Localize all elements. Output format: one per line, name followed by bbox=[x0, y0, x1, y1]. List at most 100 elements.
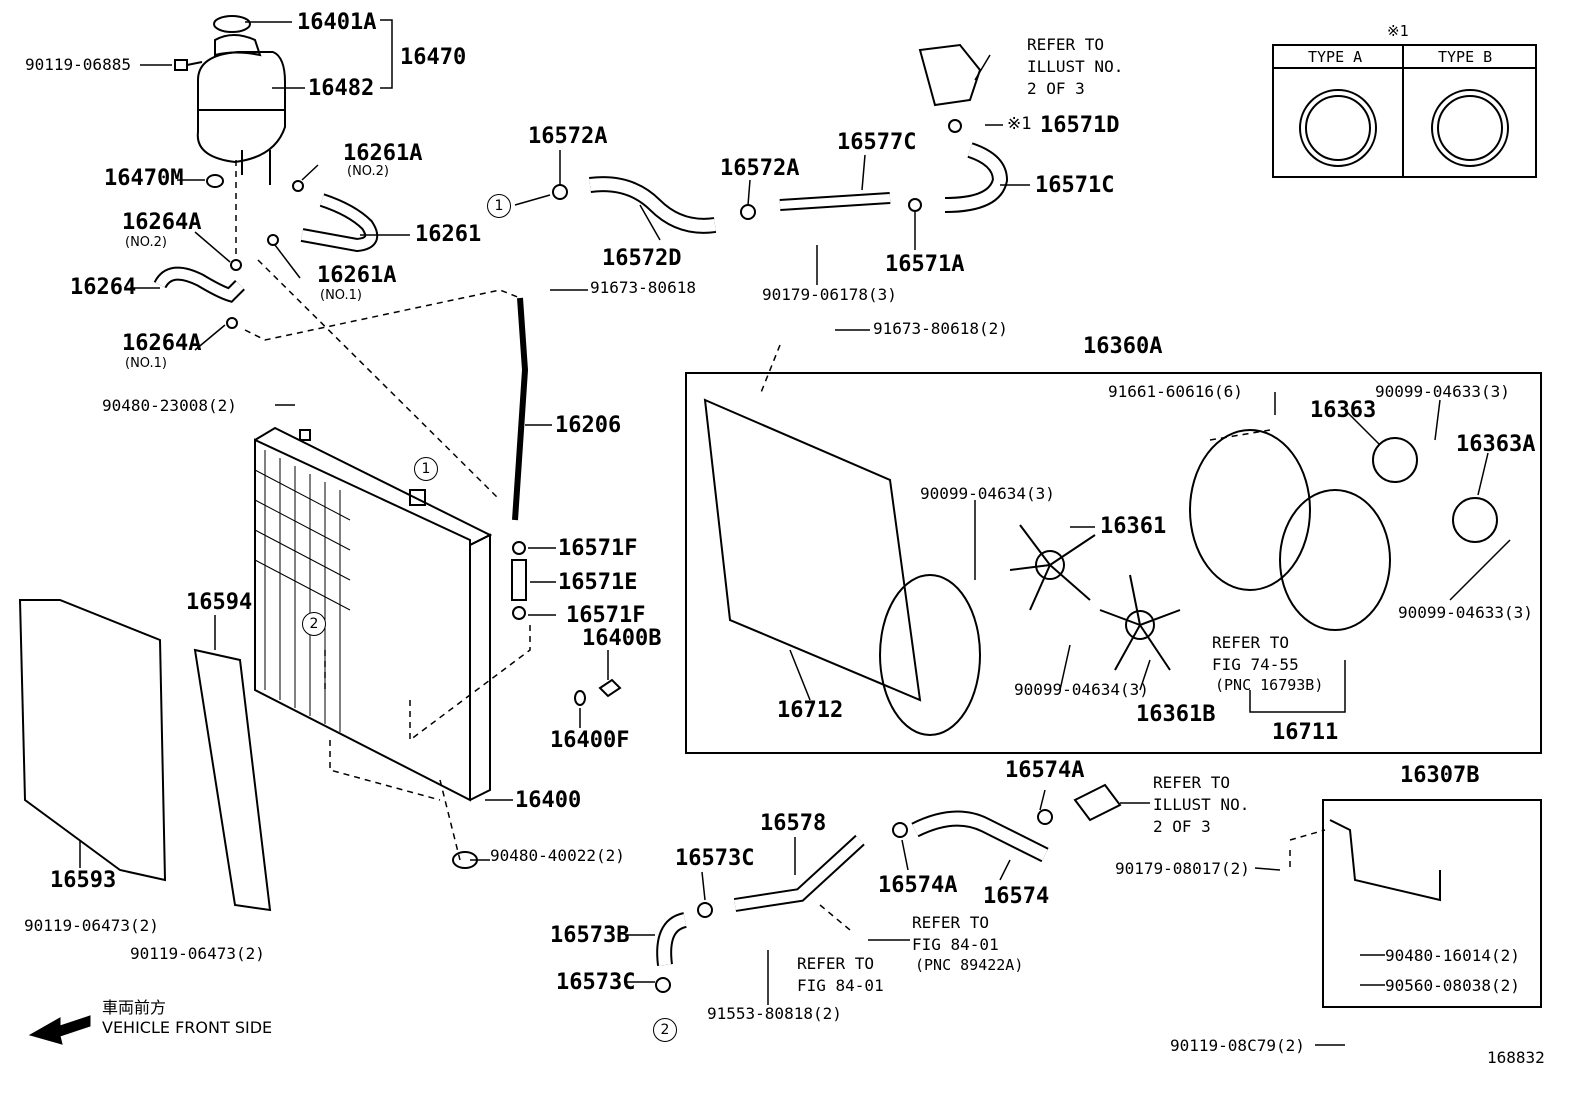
part-16571A: 16571A bbox=[885, 252, 965, 277]
sub-no2-a: (NO.2) bbox=[347, 164, 389, 179]
part-16573C-1: 16573C bbox=[675, 846, 755, 871]
bolt-label-8: 90099-04634(3) bbox=[920, 484, 1055, 503]
bolt-label-1: 90119-06885 bbox=[25, 55, 131, 74]
part-16400B: 16400B bbox=[582, 626, 662, 651]
hose-16571C-fill bbox=[944, 144, 1007, 211]
reservoir-tank bbox=[196, 15, 286, 185]
bolt-label-5: 90480-23008(2) bbox=[102, 396, 237, 415]
part-16577C: 16577C bbox=[837, 130, 917, 155]
clamp-16573C-2 bbox=[655, 977, 671, 993]
bolt-label-2: 91673-80618 bbox=[590, 278, 696, 297]
clamp-16573C-1 bbox=[697, 902, 713, 918]
vehicle-front-jp: 車両前方 bbox=[102, 998, 167, 1017]
bolt-label-13: 90119-06473(2) bbox=[130, 944, 265, 963]
bolt-label-6: 91661-60616(6) bbox=[1108, 382, 1243, 401]
seal-16593 bbox=[18, 599, 167, 882]
part-16573B: 16573B bbox=[550, 923, 630, 948]
bolt-label-3: 90179-06178(3) bbox=[762, 285, 897, 304]
part-16261A-no1: 16261A bbox=[317, 263, 397, 288]
bracket-16711 bbox=[1249, 660, 1346, 713]
clamp-16572A-2 bbox=[740, 204, 756, 220]
part-16574A-1: 16574A bbox=[1005, 758, 1085, 783]
clamp-legend-mark: ※1 bbox=[1387, 22, 1409, 40]
fan-motor-16363A bbox=[1452, 497, 1498, 543]
shroud-16711 bbox=[1189, 429, 1391, 631]
clamp-type-a-label: TYPE A bbox=[1308, 48, 1363, 66]
sub-no2-b: (NO.2) bbox=[125, 235, 167, 250]
bolt-label-10: 90099-04633(3) bbox=[1398, 603, 1533, 622]
o-ring-16400F bbox=[574, 690, 586, 706]
part-16470: 16470 bbox=[400, 45, 467, 70]
part-16360A: 16360A bbox=[1083, 334, 1163, 359]
bolt-label-7: 90099-04633(3) bbox=[1375, 382, 1510, 401]
bolt-90119-06885 bbox=[174, 59, 203, 71]
hose-16572D-fill bbox=[589, 178, 716, 232]
ref-fig-84-01-b: REFER TO FIG 84-01 bbox=[797, 954, 884, 995]
part-16206: 16206 bbox=[555, 413, 622, 438]
clamp-legend-box bbox=[1272, 44, 1537, 178]
part-16578: 16578 bbox=[760, 811, 827, 836]
part-16593: 16593 bbox=[50, 868, 117, 893]
part-16261: 16261 bbox=[415, 222, 482, 247]
part-16261A-no2: 16261A bbox=[343, 141, 423, 166]
fan-motor-16363 bbox=[1372, 437, 1418, 483]
part-16712: 16712 bbox=[777, 698, 844, 723]
fan-16361 bbox=[1009, 524, 1096, 611]
part-16571C: 16571C bbox=[1035, 173, 1115, 198]
hose-16571E bbox=[511, 559, 527, 601]
clamp-16571D bbox=[948, 119, 962, 133]
bolt-label-4: 91673-80618(2) bbox=[873, 319, 1008, 338]
grommet-16470M bbox=[206, 174, 224, 188]
part-16572A-1: 16572A bbox=[528, 124, 608, 149]
water-inlet bbox=[1073, 783, 1122, 822]
clamp-16264A-no1 bbox=[226, 317, 238, 329]
bolt-label-17: 90560-08038(2) bbox=[1385, 976, 1520, 995]
part-16264A-no1: 16264A bbox=[122, 331, 202, 356]
part-16573C-2: 16573C bbox=[556, 970, 636, 995]
shroud-ring bbox=[879, 574, 981, 736]
clamp-16574A-2 bbox=[1037, 809, 1053, 825]
clamp-16574A-1 bbox=[892, 822, 908, 838]
bracket-frame bbox=[1322, 799, 1542, 1008]
part-16571F-1: 16571F bbox=[558, 536, 638, 561]
ref-illust-2of3-bottom: REFER TO ILLUST NO. 2 OF 3 bbox=[1153, 773, 1250, 836]
vehicle-front-en: VEHICLE FRONT SIDE bbox=[102, 1018, 273, 1037]
clamp-16571A bbox=[908, 198, 922, 212]
part-16482: 16482 bbox=[308, 76, 375, 101]
radiator-16400 bbox=[254, 426, 493, 869]
circle-marker-1-a: 1 bbox=[487, 194, 511, 218]
part-16307B: 16307B bbox=[1400, 763, 1480, 788]
part-16361: 16361 bbox=[1100, 514, 1167, 539]
bracket-16470 bbox=[380, 19, 393, 89]
bolt-label-14: 91553-80818(2) bbox=[707, 1004, 842, 1023]
clamp-16571F-1 bbox=[512, 541, 526, 555]
seal-16594 bbox=[193, 648, 272, 912]
fan-assembly-frame bbox=[685, 372, 1542, 754]
ref-fig-74-55-pnc: (PNC 16793B) bbox=[1215, 676, 1324, 694]
part-16571F-2: 16571F bbox=[566, 603, 646, 628]
bolt-label-16: 90480-16014(2) bbox=[1385, 946, 1520, 965]
part-16401A: 16401A bbox=[297, 10, 377, 35]
part-16361B: 16361B bbox=[1136, 702, 1216, 727]
part-16363A: 16363A bbox=[1456, 432, 1536, 457]
part-16571D: 16571D bbox=[1040, 113, 1120, 138]
circle-marker-2-a: 2 bbox=[302, 612, 326, 636]
clamp-16264A-no2 bbox=[230, 259, 242, 271]
part-16594: 16594 bbox=[186, 590, 253, 615]
ref-illust-2of3-top: REFER TO ILLUST NO. 2 OF 3 bbox=[1027, 35, 1124, 98]
part-16264: 16264 bbox=[70, 275, 137, 300]
sub-no1-a: (NO.1) bbox=[320, 288, 362, 303]
shroud-16712 bbox=[703, 398, 922, 702]
clamp-16261A-no2 bbox=[292, 180, 304, 192]
bolt-label-15: 90179-08017(2) bbox=[1115, 859, 1250, 878]
overflow-hose-16206 bbox=[512, 297, 529, 521]
part-16711: 16711 bbox=[1272, 720, 1339, 745]
leader-lines bbox=[79, 21, 1511, 1046]
circle-marker-2-b: 2 bbox=[653, 1018, 677, 1042]
bolt-label-18: 90119-08C79(2) bbox=[1170, 1036, 1305, 1055]
clamp-type-b-label: TYPE B bbox=[1438, 48, 1493, 66]
hose-16264-fill bbox=[155, 268, 244, 301]
sub-no1-b: (NO.1) bbox=[125, 356, 167, 371]
